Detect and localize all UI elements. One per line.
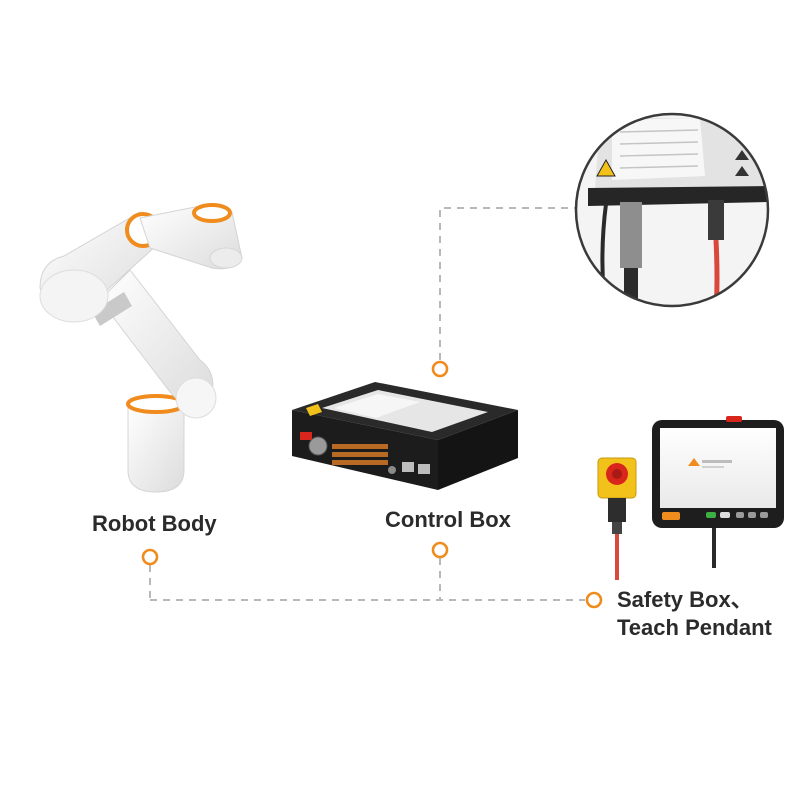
connector-control-to-zoom [439,207,578,360]
safety-box-illustration [597,457,637,580]
node-safety [585,591,603,609]
robot-body-label: Robot Body [92,511,217,536]
safety-teach-label: Safety Box、 Teach Pendant [617,586,772,642]
connector-nodes [141,360,603,609]
control-box-illustration [292,382,518,490]
node-control-bottom [431,541,449,559]
control-box-label: Control Box [385,507,511,532]
teach-pendant-illustration [652,416,784,568]
node-control-top [431,360,449,378]
connector-lines [149,207,585,601]
robot-arm-illustration [39,203,243,493]
safety-box-label: Safety Box、 [617,587,753,612]
teach-pendant-label: Teach Pendant [617,615,772,640]
node-robot [141,548,159,566]
connector-zoom-illustration [574,112,770,308]
